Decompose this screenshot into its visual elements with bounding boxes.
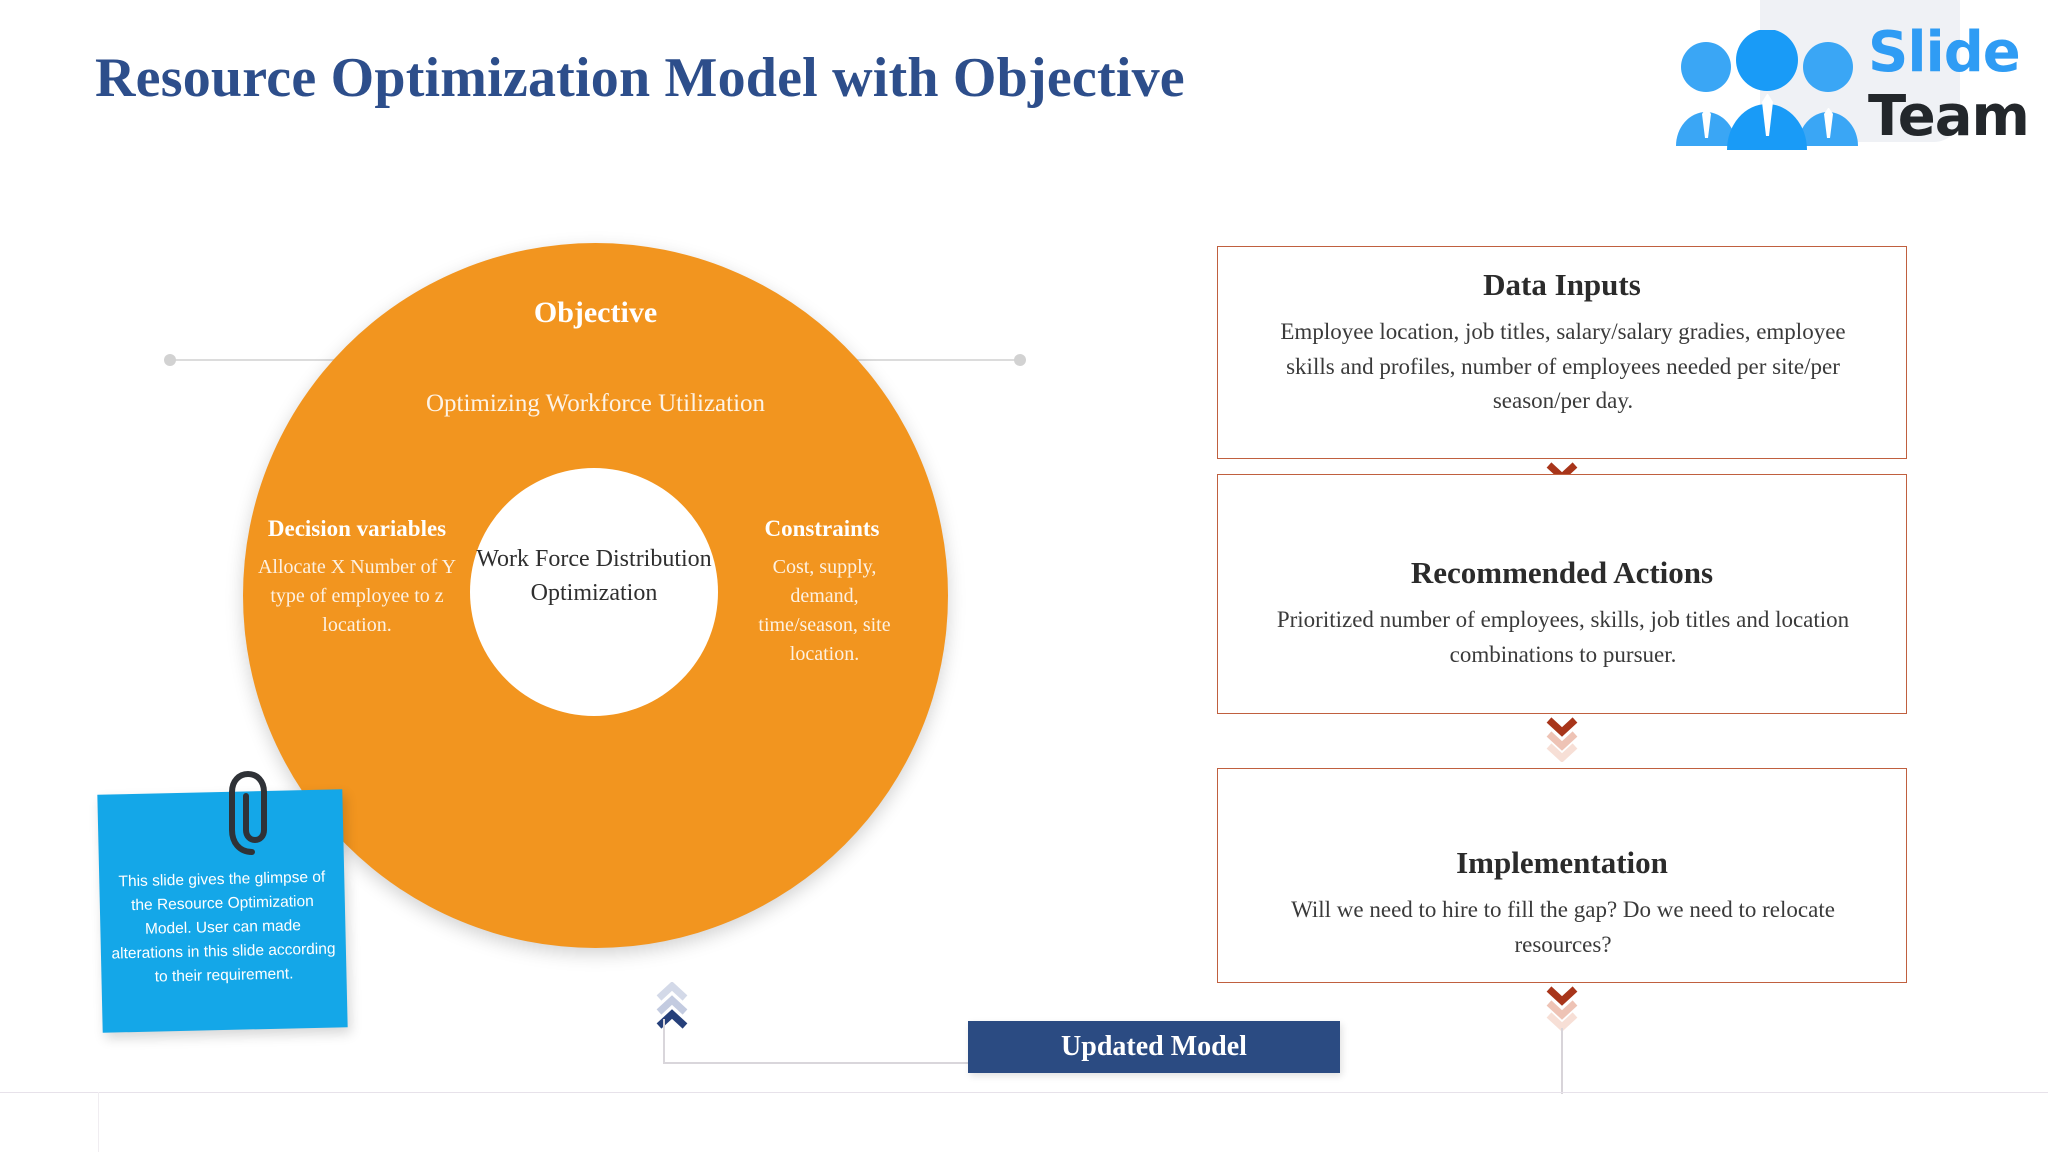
objective-label: Objective — [533, 296, 658, 329]
flow-box-body: Prioritized number of employees, skills,… — [1276, 607, 1850, 667]
flow-box-title: Implementation — [1456, 845, 1668, 880]
page-title: Resource Optimization Model with Objecti… — [95, 47, 1185, 109]
core-circle — [470, 468, 718, 716]
logo-text-slide: Slide — [1868, 20, 2021, 85]
flow-box-implementation[interactable]: Implementation Will we need to hire to f… — [1217, 768, 1907, 983]
sticky-note: This slide gives the glimpse of the Reso… — [97, 770, 355, 1042]
core-label: Work Force Distribution Optimization — [476, 546, 712, 607]
guide-line-dot-right — [1014, 354, 1026, 366]
chevron-up-stack-icon — [656, 982, 688, 1029]
updated-model-connector-horizontal — [663, 1062, 973, 1064]
slideteam-logo: Slide Team — [1672, 0, 2030, 166]
chevron-down-stack-icon — [1546, 986, 1578, 1031]
paperclip-icon — [229, 770, 267, 855]
logo-text-team: Team — [1868, 84, 2030, 149]
chevron-down-stack-icon — [1546, 717, 1578, 762]
page-divider — [0, 1092, 2048, 1093]
flow-box-title: Data Inputs — [1483, 267, 1641, 302]
guide-line-dot-left — [164, 354, 176, 366]
updated-model-connector-vertical — [663, 1019, 665, 1063]
flow-box-data-inputs[interactable]: Data Inputs Employee location, job title… — [1217, 246, 1907, 459]
objective-subtitle: Optimizing Workforce Utilization — [425, 390, 766, 417]
decision-variables-title: Decision variables — [267, 516, 447, 541]
flow-box-body: Will we need to hire to fill the gap? Do… — [1291, 897, 1835, 957]
sticky-note-text: This slide gives the glimpse of the Reso… — [111, 868, 336, 986]
decision-variables-body: Allocate X Number of Y type of employee … — [257, 556, 457, 636]
flow-box-recommended-actions[interactable]: Recommended Actions Prioritized number o… — [1217, 474, 1907, 714]
constraints-body: Cost, supply, demand, time/season, site … — [758, 556, 891, 665]
flow-box-title: Recommended Actions — [1410, 555, 1714, 590]
page-divider-vertical — [98, 1092, 99, 1152]
updated-model-bar[interactable]: Updated Model — [968, 1021, 1340, 1073]
constraints-title: Constraints — [764, 516, 880, 541]
three-people-group-icon — [1676, 30, 1858, 150]
implementation-connector-line — [1561, 1028, 1563, 1094]
flow-box-body: Employee location, job titles, salary/sa… — [1280, 319, 1846, 413]
